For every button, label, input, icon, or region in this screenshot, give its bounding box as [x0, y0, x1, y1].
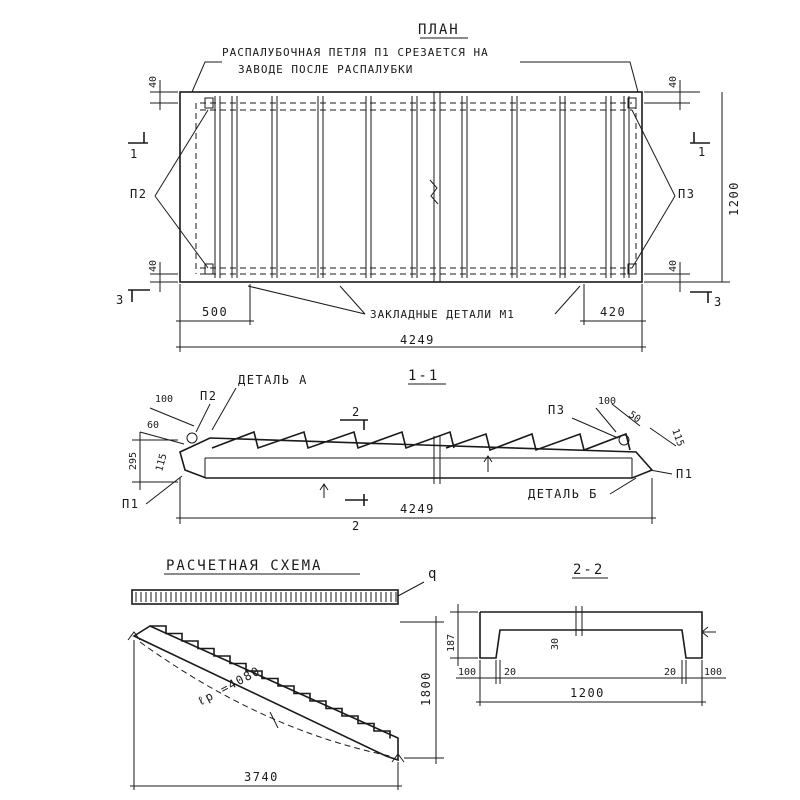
- scheme-load-bar: [131, 589, 399, 605]
- section-2-dim-20-right: 20: [664, 667, 676, 678]
- plan-slab-outline: [179, 91, 643, 283]
- section-1-dim-115-left: 115: [154, 452, 169, 472]
- section-2-profile: [479, 611, 703, 659]
- plan-dim-40-bottom-left: 40: [148, 260, 159, 272]
- section-1-cut-2-bottom: 2: [352, 519, 361, 533]
- plan-cut-3-left: 3: [116, 293, 125, 307]
- loop-p2-top: [204, 97, 214, 109]
- scheme-load-label: q: [428, 566, 438, 582]
- plan-label-m1: ЗАКЛАДНЫЕ ДЕТАЛИ М1: [370, 308, 515, 321]
- plan-cut-3-right: 3: [714, 295, 723, 309]
- plan-dim-40-bottom-right: 40: [668, 260, 679, 272]
- section-2-dim-100-left: 100: [458, 667, 476, 678]
- plan-dim-500: 500: [202, 305, 228, 319]
- plan-view: ПЛАН РАСПАЛУБОЧНАЯ ПЕТЛЯ П1 СРЕЗАЕТСЯ НА…: [116, 22, 741, 352]
- section-1-cut-2-top: 2: [352, 405, 361, 419]
- scheme-flight: [132, 625, 399, 762]
- plan-note-line1: РАСПАЛУБОЧНАЯ ПЕТЛЯ П1 СРЕЗАЕТСЯ НА: [222, 46, 489, 59]
- plan-dim-1200: 1200: [727, 181, 741, 216]
- scheme-dim-3740: 3740: [244, 770, 279, 784]
- plan-dim-40-top-right: 40: [668, 76, 679, 88]
- section-2-2: 2-2 187 30 100 20 20 100 1200: [446, 562, 726, 706]
- section-2-dim-30: 30: [550, 638, 561, 650]
- section-2-dim-100-right: 100: [704, 667, 722, 678]
- plan-note-line2: ЗАВОДЕ ПОСЛЕ РАСПАЛУБКИ: [238, 63, 413, 76]
- scheme-steps: [150, 625, 391, 739]
- section-1-title: 1-1: [408, 368, 439, 384]
- plan-dim-420: 420: [600, 305, 626, 319]
- section-1-label-p1-right: П1: [676, 467, 693, 481]
- section-2-dim-1200: 1200: [570, 686, 605, 700]
- loop-p3-top: [627, 97, 637, 109]
- plan-step-lines: [214, 96, 630, 278]
- section-1-dim-295: 295: [128, 452, 139, 470]
- detail-b-label: ДЕТАЛЬ Б: [528, 487, 598, 501]
- section-1-dim-100-right: 100: [598, 396, 616, 407]
- section-1-label-p3: П3: [548, 403, 565, 417]
- plan-label-p2: П2: [130, 187, 147, 201]
- section-1-dim-60: 60: [147, 420, 159, 431]
- section-1-label-p1-left: П1: [122, 497, 139, 511]
- plan-dim-4249: 4249: [400, 333, 435, 347]
- section-1-dim-4249: 4249: [400, 502, 435, 516]
- section-1-1: 1-1 ДЕТАЛЬ А 2 П2 100 60: [122, 368, 693, 533]
- section-2-title: 2-2: [573, 562, 604, 578]
- section-1-steps: [211, 430, 631, 452]
- detail-a-label: ДЕТАЛЬ А: [238, 373, 308, 387]
- section-1-dim-115-right: 115: [669, 427, 686, 448]
- scheme-title: РАСЧЕТНАЯ СХЕМА: [166, 558, 322, 574]
- plan-cut-1-left: 1: [130, 147, 139, 161]
- section-1-dim-100-left: 100: [155, 394, 173, 405]
- plan-cut-1-right: 1: [698, 145, 707, 159]
- section-1-label-p2: П2: [200, 389, 217, 403]
- calculation-scheme: РАСЧЕТНАЯ СХЕМА q ℓp =4080 1800 3740: [127, 558, 444, 790]
- plan-dim-40-top-left: 40: [148, 76, 159, 88]
- section-2-dim-187: 187: [446, 634, 457, 652]
- plan-title: ПЛАН: [418, 22, 460, 38]
- section-2-dim-20-left: 20: [504, 667, 516, 678]
- plan-label-p3: П3: [678, 187, 695, 201]
- scheme-dim-1800: 1800: [419, 671, 433, 706]
